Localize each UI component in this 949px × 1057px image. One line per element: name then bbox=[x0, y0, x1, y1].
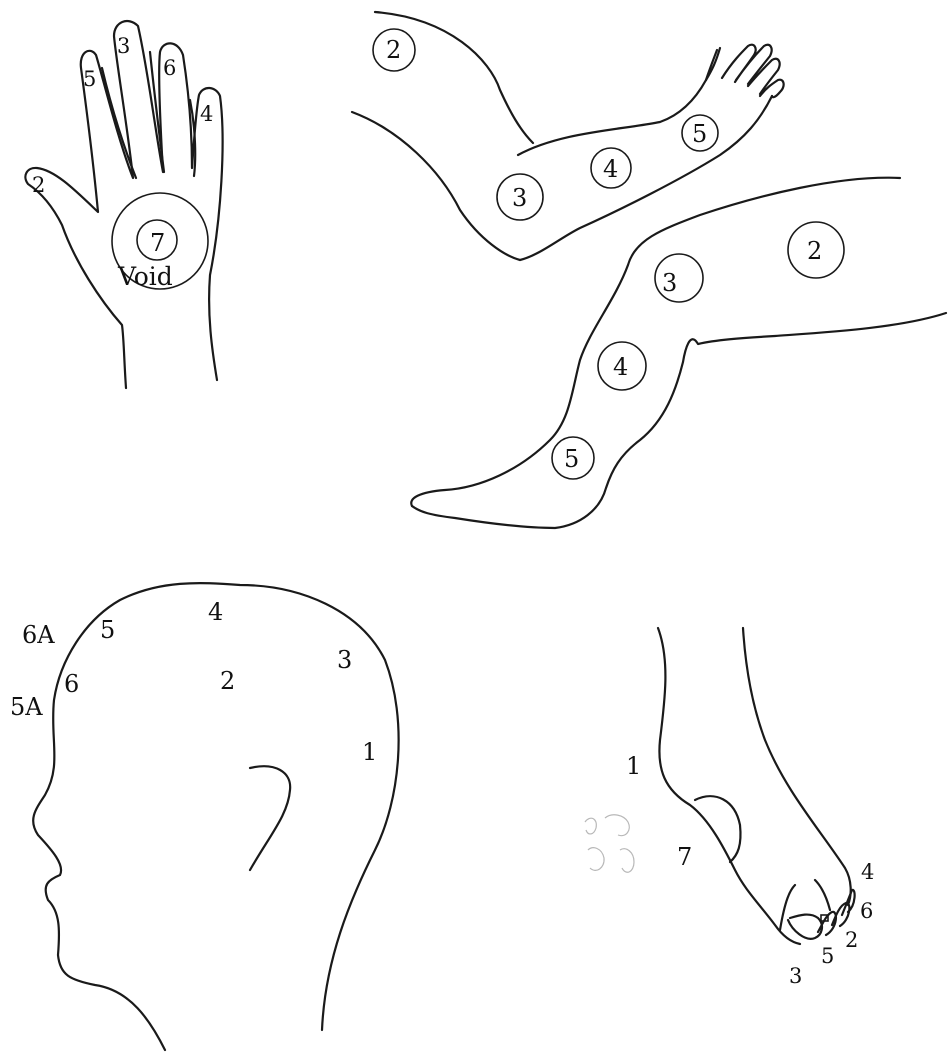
foot-figure: 1 7 4 6 2 5 3 bbox=[626, 628, 874, 988]
arm-point-label-2: 2 bbox=[386, 36, 401, 64]
head-point-label-5: 5 bbox=[100, 616, 115, 644]
foot-point-label-6: 6 bbox=[860, 899, 873, 923]
palm-void-label: Void bbox=[117, 262, 173, 291]
head-point-label-1: 1 bbox=[362, 738, 377, 766]
head-point-label-4: 4 bbox=[208, 598, 223, 626]
arm-lower-outline bbox=[352, 96, 772, 260]
foot-front-outline bbox=[743, 628, 851, 905]
foot-point-label-4: 4 bbox=[861, 860, 874, 884]
leg-upper-outline bbox=[411, 178, 900, 506]
foot-point-label-1: 1 bbox=[626, 752, 641, 780]
foot-point-label-2: 2 bbox=[845, 928, 858, 952]
foot-ankle-bone bbox=[695, 796, 741, 862]
arm-point-label-4: 4 bbox=[603, 155, 618, 183]
leg-point-label-3: 3 bbox=[662, 269, 677, 297]
palm-point-label: 7 bbox=[150, 229, 165, 257]
arm-point-label-5: 5 bbox=[692, 120, 707, 148]
hand-outline bbox=[25, 21, 222, 388]
head-figure: 6A 5 4 3 2 6 5A 1 bbox=[10, 583, 399, 1050]
head-ear-outline bbox=[250, 766, 290, 870]
foot-point-label-3: 3 bbox=[789, 964, 802, 988]
leg-point-label-2: 2 bbox=[807, 237, 822, 265]
finger-label-index: 4 bbox=[200, 102, 213, 126]
head-point-label-5A: 5A bbox=[10, 693, 43, 721]
arm-figure: 2 3 4 5 bbox=[352, 12, 784, 260]
finger-label-ring: 6 bbox=[163, 56, 176, 80]
head-point-label-6: 6 bbox=[64, 670, 79, 698]
hand-finger-gap-line bbox=[102, 68, 136, 178]
leg-point-label-4: 4 bbox=[613, 353, 628, 381]
leg-figure: 2 3 4 5 bbox=[411, 178, 946, 528]
hand-figure: 7 Void 5 3 6 4 2 bbox=[25, 21, 222, 388]
arm-upper-outline bbox=[375, 12, 533, 143]
arm-top-forearm-outline bbox=[518, 50, 717, 155]
head-point-label-2: 2 bbox=[220, 667, 235, 695]
head-point-label-3: 3 bbox=[337, 646, 352, 674]
foot-toes-outline bbox=[780, 880, 855, 939]
foot-back-outline bbox=[658, 628, 800, 944]
head-point-label-6A: 6A bbox=[22, 621, 55, 649]
arm-hand-outline bbox=[706, 45, 784, 97]
leg-point-label-5: 5 bbox=[564, 445, 579, 473]
faint-smudge-mark bbox=[585, 815, 634, 872]
finger-label-middle: 3 bbox=[117, 34, 130, 58]
leg-lower-outline bbox=[412, 313, 946, 528]
foot-point-label-5: 5 bbox=[821, 944, 834, 968]
arm-point-label-3: 3 bbox=[512, 184, 527, 212]
foot-point-label-7: 7 bbox=[677, 843, 692, 871]
finger-label-little: 5 bbox=[83, 67, 96, 91]
finger-label-thumb: 2 bbox=[32, 173, 45, 197]
